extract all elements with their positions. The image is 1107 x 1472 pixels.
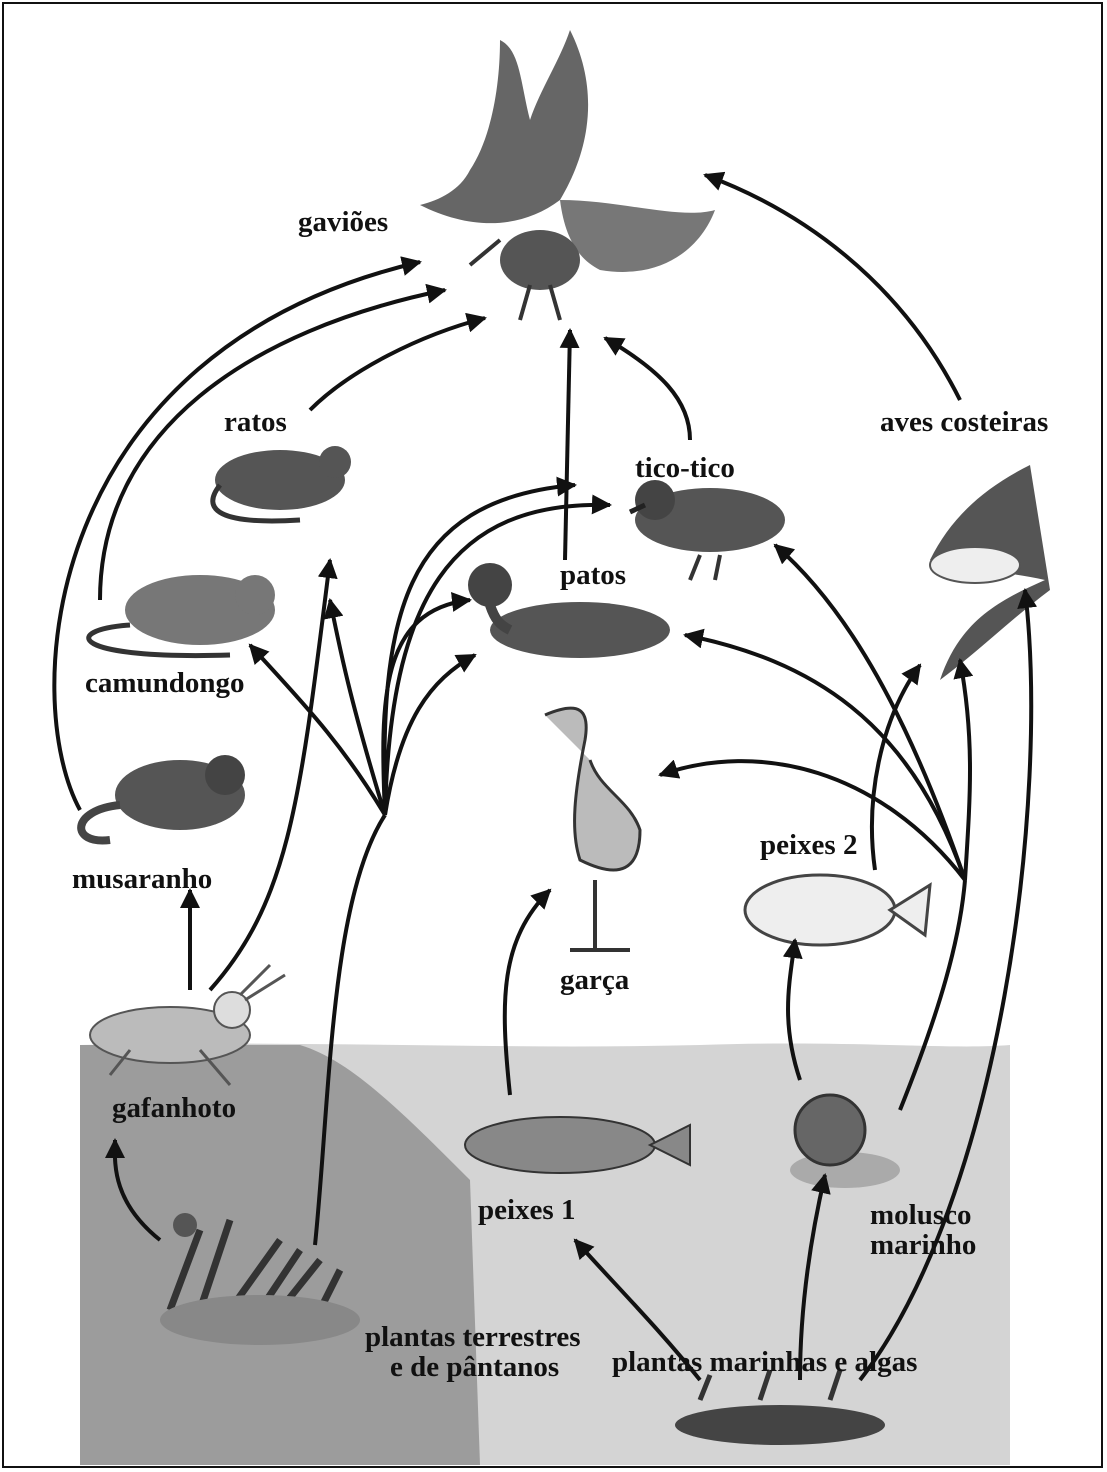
- label-molusco: molusco marinho: [870, 1200, 976, 1261]
- label-plantas-terrestres-line2: e de pântanos: [365, 1352, 581, 1382]
- arrow-patos-gavioes: [565, 330, 570, 560]
- arrow-hub2-aves-costeiras: [960, 660, 970, 880]
- label-gavioes: gaviões: [298, 207, 388, 237]
- label-tico-tico: tico-tico: [635, 453, 735, 483]
- label-gafanhoto: gafanhoto: [112, 1093, 236, 1123]
- label-aves-costeiras: aves costeiras: [880, 407, 1048, 437]
- label-patos: patos: [560, 560, 626, 590]
- arrow-tico-tico-gavioes: [605, 338, 690, 440]
- sparrow-drawing: [630, 480, 785, 580]
- label-musaranho: musaranho: [72, 864, 212, 894]
- label-plantas-terrestres: plantas terrestres e de pântanos: [365, 1322, 581, 1383]
- label-garca: garça: [560, 965, 629, 995]
- arrow-hub-ratos: [330, 600, 385, 815]
- rat-drawing: [213, 446, 351, 521]
- label-molusco-line2: marinho: [870, 1230, 976, 1260]
- arrow-hub-tico-tico-2: [385, 505, 610, 815]
- arrow-aves-costeiras-gavioes: [705, 175, 960, 400]
- arrow-peixes2-aves-costeiras: [872, 665, 920, 870]
- hawk-drawing: [420, 30, 715, 320]
- label-plantas-terrestres-line1: plantas terrestres: [365, 1322, 581, 1352]
- heron-drawing: [545, 708, 640, 950]
- arrow-camundongo-gavioes: [100, 290, 445, 600]
- label-peixes-1: peixes 1: [478, 1195, 575, 1225]
- arrow-hub2-garca: [660, 761, 965, 880]
- coastal-bird-drawing: [930, 465, 1050, 680]
- label-camundongo: camundongo: [85, 668, 245, 698]
- fish-2-drawing: [745, 875, 930, 945]
- mouse-drawing: [89, 575, 275, 656]
- label-molusco-line1: molusco: [870, 1200, 976, 1230]
- arrow-ratos-gavioes: [310, 318, 485, 410]
- label-ratos: ratos: [224, 407, 287, 437]
- shrew-drawing: [81, 755, 245, 840]
- label-plantas-marinhas: plantas marinhas e algas: [612, 1347, 917, 1377]
- label-peixes-2: peixes 2: [760, 830, 857, 860]
